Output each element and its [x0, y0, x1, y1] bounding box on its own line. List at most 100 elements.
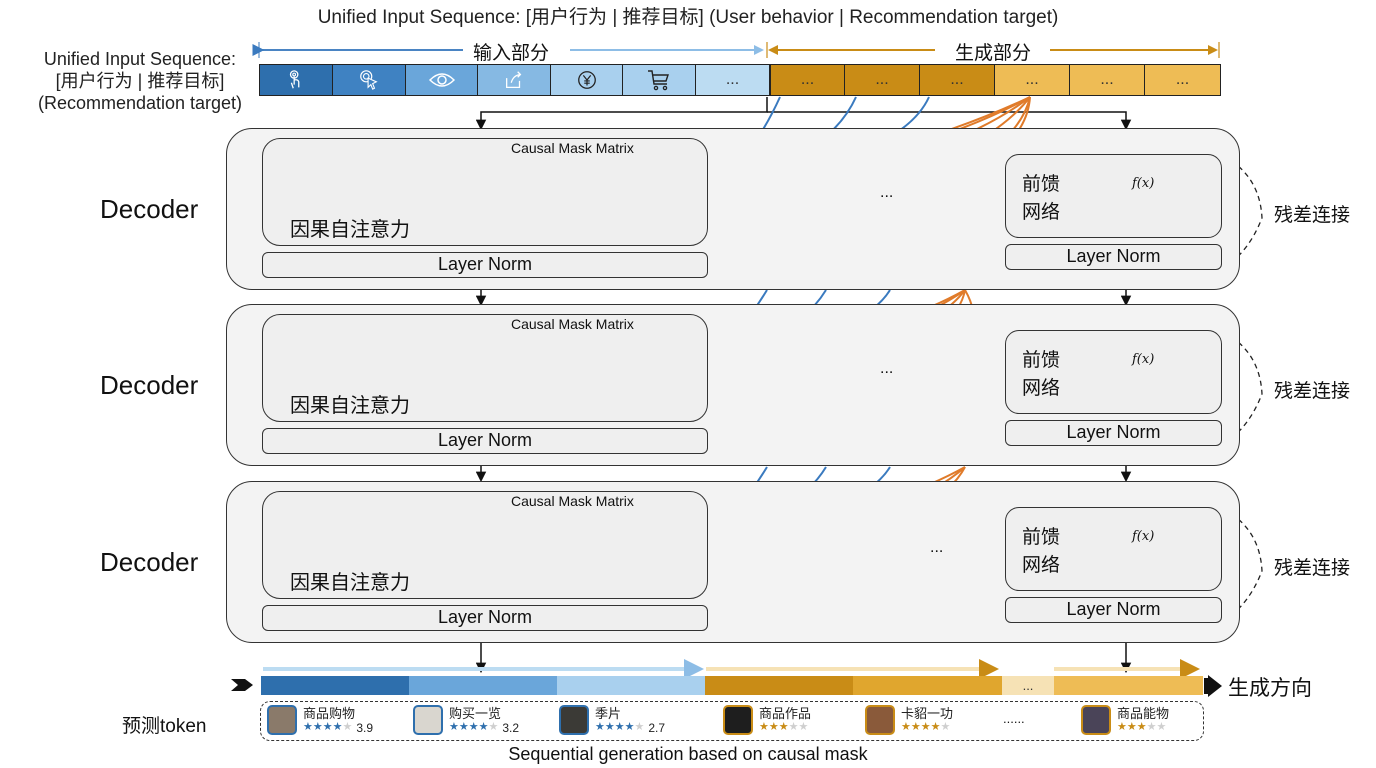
star-icon: ★ [1117, 721, 1127, 733]
item-rating-row: ★★★★★ [759, 721, 811, 734]
sequence-to-ffn-line [767, 111, 1132, 131]
output-token-segment: ... [1002, 676, 1054, 695]
star-icon: ★ [342, 721, 353, 733]
token-generated: ... [920, 65, 995, 95]
generation-direction-arrow-icon [1204, 675, 1222, 697]
causal-attention-panel [262, 491, 708, 599]
ffn-label-line1: 前馈 [1022, 174, 1061, 195]
star-icon: ★ [458, 721, 469, 733]
tap-hand-icon [289, 70, 300, 89]
output-token-segment [557, 676, 705, 695]
item-rating-row: ★★★★★2.7 [595, 721, 665, 735]
ffn-label-line2: 网络 [1022, 378, 1061, 399]
item-rating-value: 3.2 [502, 720, 520, 735]
predicted-item: 卡貂一功★★★★★ [865, 705, 953, 735]
token-cart [623, 65, 696, 95]
item-name: 季片 [595, 705, 622, 721]
causal-mask-title: Causal Mask Matrix [511, 140, 634, 156]
star-icon: ★ [595, 721, 605, 733]
item-info: 季片★★★★★2.7 [595, 706, 665, 735]
yuan-coin-icon [577, 71, 596, 89]
item-name: 商品作品 [759, 706, 812, 721]
star-icon: ★ [1156, 721, 1167, 733]
star-icon: ★ [488, 721, 499, 733]
token-view [406, 65, 478, 95]
star-icon: ★ [332, 721, 343, 733]
star-icon: ★ [312, 721, 323, 733]
ffn-label-line2: 网络 [1022, 202, 1061, 223]
layer-norm-ffn: Layer Norm [1005, 597, 1222, 623]
item-info: 商品作品★★★★★ [759, 706, 811, 734]
layer-norm-ffn: Layer Norm [1005, 244, 1222, 270]
share-icon [506, 71, 522, 88]
residual-connection-label: 残差连接 [1274, 381, 1351, 402]
causal-attention-label: 因果自注意力 [290, 395, 410, 417]
sequence-to-decoder-line [475, 97, 768, 131]
star-icon: ★ [920, 721, 931, 733]
click-cursor-icon [360, 70, 378, 90]
input-part-label: 输入部分 [463, 38, 560, 65]
output-token-bar: ... [261, 676, 1203, 695]
star-icon: ★ [1136, 721, 1147, 733]
star-icon: ★ [614, 721, 625, 733]
star-icon: ★ [798, 721, 809, 733]
star-icon: ★ [604, 721, 615, 733]
predicted-item: 商品购物★★★★★3.9 [267, 705, 373, 735]
item-rating-value: 3.9 [356, 720, 374, 735]
token-generated: ... [995, 65, 1070, 95]
ffn-label-line1: 前馈 [1022, 527, 1061, 548]
star-icon: ★ [1146, 721, 1157, 733]
star-icon: ★ [901, 721, 911, 733]
star-icon: ★ [910, 721, 921, 733]
token-input-ellipsis: ... [696, 65, 770, 95]
token-generated: ... [1145, 65, 1220, 95]
causal-mask-title: Causal Mask Matrix [511, 316, 634, 332]
star-icon: ★ [768, 721, 779, 733]
generate-part-span-arrow [766, 42, 1220, 58]
decoder-label: Decoder [100, 194, 199, 224]
causal-attention-label: 因果自注意力 [290, 572, 410, 594]
star-icon: ★ [468, 721, 479, 733]
sequence-label-line2: [用户行为 | 推荐目标] [55, 71, 225, 91]
items-ellipsis: ...... [1003, 711, 1025, 726]
star-icon: ★ [303, 721, 313, 733]
unified-token-sequence: ... .................. [259, 64, 1221, 96]
output-token-segment [853, 676, 1002, 695]
star-icon: ★ [449, 721, 459, 733]
layer-norm-attention: Layer Norm [262, 605, 708, 631]
residual-connection-label: 残差连接 [1274, 205, 1351, 226]
layer-norm-attention: Layer Norm [262, 252, 708, 278]
causal-mask-title: Causal Mask Matrix [511, 493, 634, 509]
token-click [333, 65, 406, 95]
sequence-label-line1: Unified Input Sequence: [43, 49, 237, 69]
token-purchase [551, 65, 623, 95]
bottom-caption: Sequential generation based on causal ma… [508, 744, 868, 764]
ffn-label-line2: 网络 [1022, 555, 1061, 576]
star-icon: ★ [624, 721, 635, 733]
token-generated: ... [845, 65, 920, 95]
causal-attention-panel [262, 138, 708, 246]
star-rating-icon: ★★★★★ [595, 721, 644, 734]
star-rating-icon: ★★★★★ [303, 721, 352, 734]
output-token-segment [261, 676, 409, 695]
item-rating-value: 2.7 [648, 720, 666, 735]
generated-token-group: .................. [770, 65, 1220, 95]
causal-attention-label: 因果自注意力 [290, 219, 410, 241]
activation-function-label: f(x) [1132, 352, 1155, 367]
predict-token-label: 预测token [122, 716, 207, 737]
token-generated: ... [1070, 65, 1145, 95]
item-name: 商品能物 [1117, 706, 1170, 721]
star-icon: ★ [634, 721, 645, 733]
token-ellipsis: ... [930, 539, 944, 556]
item-info: 商品能物★★★★★ [1117, 706, 1169, 734]
shopping-cart-icon [648, 70, 669, 91]
token-ellipsis: ... [880, 360, 894, 377]
sequence-label: Unified Input Sequence: [用户行为 | 推荐目标] (R… [30, 48, 250, 114]
eye-icon [428, 73, 455, 87]
predicted-item: 商品能物★★★★★ [1081, 705, 1169, 735]
predicted-item: 季片★★★★★2.7 [559, 705, 665, 735]
star-icon: ★ [930, 721, 941, 733]
sequence-label-line3: (Recommendation target) [37, 93, 243, 113]
decoder-label: Decoder [100, 370, 199, 400]
